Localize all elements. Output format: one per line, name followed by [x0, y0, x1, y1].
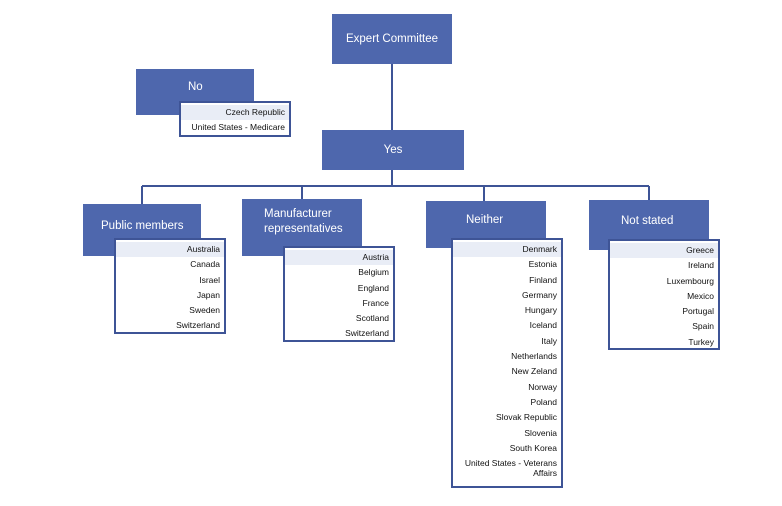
list-item: Norway: [528, 381, 557, 392]
list-item: Portugal: [682, 306, 714, 317]
expert-committee-label: Expert Committee: [345, 32, 439, 45]
not-stated-label: Not stated: [621, 215, 674, 227]
list-item: Scotland: [355, 313, 389, 324]
list-item: Sweden: [189, 305, 220, 316]
list-item: Mexico: [687, 290, 714, 301]
public-members-label: Public members: [101, 219, 184, 232]
yes-node: Yes: [322, 130, 464, 170]
yes-label: Yes: [383, 143, 403, 156]
list-item: Slovak Republic: [496, 412, 557, 423]
manufacturer-country-list: Austria Belgium England France Scotland …: [283, 246, 395, 342]
no-country-list: Czech Republic United States - Medicare: [179, 101, 291, 137]
list-item: United States - Medicare: [191, 122, 285, 133]
neither-country-list: Denmark Estonia Finland Germany Hungary …: [451, 238, 563, 488]
list-item: France: [362, 297, 389, 308]
list-item: Poland: [530, 396, 557, 407]
list-item: Switzerland: [345, 328, 389, 339]
list-item: Australia: [116, 242, 224, 258]
list-item: Ireland: [688, 260, 714, 271]
list-item: Canada: [190, 259, 220, 270]
neither-label: Neither: [466, 214, 504, 226]
not-stated-country-list: Greece Ireland Luxembourg Mexico Portuga…: [608, 239, 720, 350]
list-item: Switzerland: [176, 320, 220, 331]
list-item: United States - Veterans Affairs: [464, 458, 557, 479]
no-label: No: [188, 81, 203, 93]
list-item: Belgium: [358, 267, 389, 278]
list-item: New Zeland: [511, 366, 557, 377]
list-item: Austria: [285, 250, 393, 266]
list-item: Finland: [529, 274, 557, 285]
manufacturer-representatives-label: Manufacturer representatives: [264, 208, 343, 235]
list-item: Luxembourg: [666, 275, 714, 286]
list-item: Estonia: [528, 259, 557, 270]
list-item: Italy: [541, 335, 557, 346]
list-item: Greece: [610, 243, 718, 259]
list-item: Hungary: [524, 305, 557, 316]
list-item: Israel: [199, 274, 220, 285]
public-members-country-list: Australia Canada Israel Japan Sweden Swi…: [114, 238, 226, 334]
list-item: Czech Republic: [181, 105, 289, 121]
list-item: Slovenia: [524, 427, 557, 438]
list-item: Turkey: [688, 336, 714, 347]
list-item: Germany: [522, 289, 557, 300]
list-item: England: [357, 282, 389, 293]
expert-committee-node: Expert Committee: [332, 14, 452, 64]
list-item: Japan: [196, 289, 220, 300]
list-item: Netherlands: [511, 351, 557, 362]
list-item: South Korea: [509, 442, 557, 453]
list-item: Iceland: [529, 320, 557, 331]
list-item: Spain: [692, 321, 714, 332]
list-item: Denmark: [453, 242, 561, 258]
